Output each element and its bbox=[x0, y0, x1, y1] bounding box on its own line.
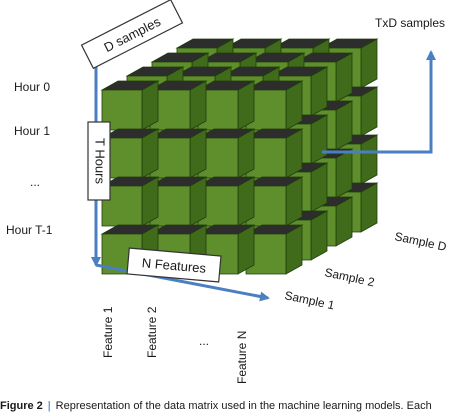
cube-side-face bbox=[237, 176, 255, 227]
cube bbox=[148, 128, 208, 179]
cube-side-face bbox=[335, 52, 353, 103]
cube-side-face bbox=[141, 128, 159, 179]
t-hours-label: T Hours bbox=[93, 138, 108, 184]
cube-side-face bbox=[310, 210, 328, 261]
feature-label-ellipsis: ... bbox=[199, 334, 209, 348]
cube bbox=[244, 128, 304, 179]
n-features-label: N Features bbox=[141, 255, 207, 276]
cube-side-face bbox=[285, 128, 303, 179]
n-features-box: N Features bbox=[126, 247, 222, 283]
cube bbox=[100, 128, 160, 179]
cube-side-face bbox=[335, 196, 353, 247]
t-hours-box: T Hours bbox=[87, 121, 111, 201]
cube-side-face bbox=[285, 176, 303, 227]
n-features-arrow bbox=[95, 263, 270, 302]
hour-label-0: Hour 0 bbox=[14, 80, 50, 94]
cube-side-face bbox=[310, 162, 328, 213]
cube-side-face bbox=[141, 80, 159, 131]
cube-side-face bbox=[335, 100, 353, 151]
cube bbox=[100, 80, 160, 131]
cube-side-face bbox=[237, 80, 255, 131]
cube bbox=[196, 80, 256, 131]
cube-side-face bbox=[360, 86, 378, 137]
cube-side-face bbox=[189, 176, 207, 227]
cube bbox=[148, 80, 208, 131]
cube-side-face bbox=[310, 114, 328, 165]
feature-label-2: Feature 2 bbox=[145, 306, 159, 358]
cube bbox=[100, 176, 160, 227]
cube bbox=[148, 176, 208, 227]
caption-text: Representation of the data matrix used i… bbox=[55, 400, 432, 412]
cube bbox=[244, 224, 304, 275]
data-matrix-diagram: D samples T Hours N Features Hour 0 Hour… bbox=[6, 0, 448, 384]
sample-label-2: Sample 2 bbox=[323, 265, 376, 289]
cube bbox=[196, 176, 256, 227]
cube-side-face bbox=[237, 224, 255, 275]
cube-side-face bbox=[285, 80, 303, 131]
hour-label-ellipsis: ... bbox=[30, 175, 40, 189]
cube bbox=[196, 128, 256, 179]
feature-label-n: Feature N bbox=[235, 331, 249, 384]
hour-label-t-minus-1: Hour T-1 bbox=[6, 223, 53, 237]
cube-side-face bbox=[335, 148, 353, 199]
cube-side-face bbox=[285, 224, 303, 275]
figure-number: Figure 2 bbox=[0, 400, 43, 412]
feature-label-1: Feature 1 bbox=[101, 306, 115, 358]
txd-samples-label: TxD samples bbox=[375, 16, 445, 30]
cube-side-face bbox=[360, 38, 378, 89]
cube-side-face bbox=[360, 182, 378, 233]
cube-side-face bbox=[189, 128, 207, 179]
cube-side-face bbox=[189, 80, 207, 131]
hour-label-1: Hour 1 bbox=[14, 124, 50, 138]
caption-separator: | bbox=[47, 400, 51, 412]
cube-side-face bbox=[360, 134, 378, 185]
cube-side-face bbox=[310, 66, 328, 117]
txd-samples-arrow bbox=[322, 50, 436, 154]
sample-label-d: Sample D bbox=[393, 229, 448, 254]
cube-side-face bbox=[237, 128, 255, 179]
cube-side-face bbox=[141, 176, 159, 227]
cube-grid bbox=[100, 38, 379, 275]
sample-label-1: Sample 1 bbox=[283, 288, 336, 312]
cube bbox=[244, 176, 304, 227]
figure-caption: Figure 2 | Representation of the data matr… bbox=[0, 396, 474, 416]
